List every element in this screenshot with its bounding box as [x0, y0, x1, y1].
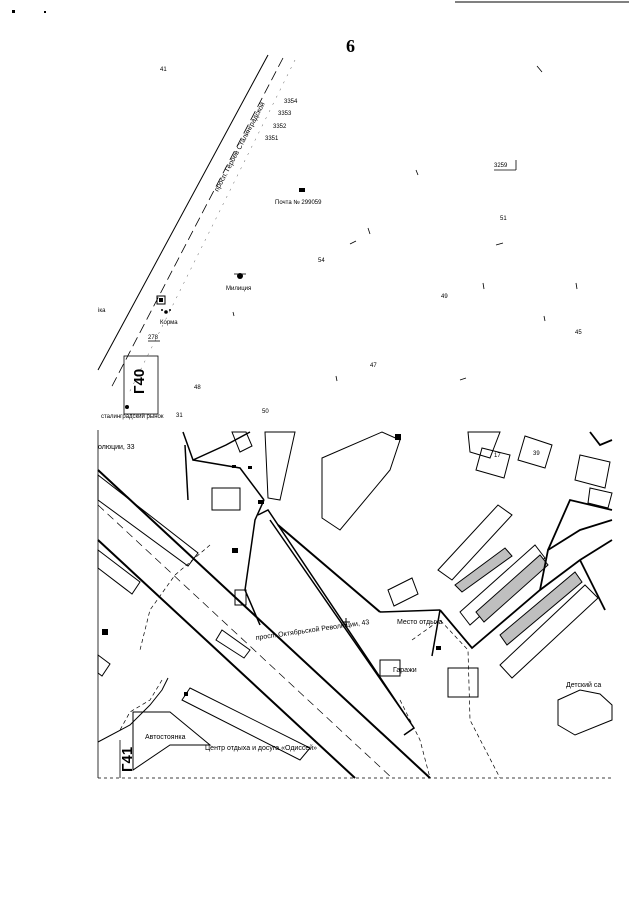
- house-number: 3351: [265, 136, 279, 142]
- grid-box: [123, 355, 159, 415]
- police-icon: [234, 273, 246, 279]
- house-number: 3353: [278, 111, 292, 117]
- feed-shop-label: Корма: [160, 320, 178, 326]
- page-number: 6: [346, 36, 355, 56]
- right-roads: [439, 431, 613, 650]
- police-label: Милиция: [226, 286, 251, 292]
- market-label: сталинградский рынок: [101, 413, 164, 420]
- parking-label: Автостоянка: [145, 734, 186, 741]
- post-icon: [299, 188, 305, 192]
- building-outlines: [97, 431, 613, 771]
- rest-place-label: Место отдыха: [397, 619, 443, 626]
- scan-marks: [232, 65, 578, 382]
- grid-label-g40: Г40: [131, 369, 148, 394]
- grid-label-g41: Г41: [119, 747, 136, 772]
- fuel-icon: [102, 629, 108, 635]
- central-parcel: [257, 509, 441, 736]
- hatched-buildings: [454, 547, 583, 646]
- square-icon: [395, 434, 401, 440]
- leisure-center-label: Центр отдыха и досуга «Одиссей»: [205, 744, 317, 752]
- bottom-map: олюции, 33: [97, 430, 613, 779]
- house-number: 48: [194, 385, 201, 391]
- crosshair-icon: [342, 618, 350, 626]
- street-edge-dotted: [127, 59, 296, 396]
- house-number: 278: [148, 335, 159, 341]
- pathways: [119, 544, 501, 779]
- street-label-revolution-33: олюции, 33: [98, 444, 135, 451]
- house-number: 39: [533, 451, 540, 457]
- house-number: 54: [318, 258, 325, 264]
- edge-label-left: іка: [98, 308, 106, 314]
- street-edge-dashed: [109, 57, 284, 391]
- paw-icon: [161, 309, 171, 314]
- avenue-edge: [97, 539, 356, 779]
- street-label-heroes: просп. Героев Сталинградской: [213, 101, 267, 193]
- scan-dot: [12, 10, 15, 13]
- house-number: 41: [160, 67, 167, 73]
- small-markers: [184, 465, 441, 696]
- house-number: 3354: [284, 99, 298, 105]
- scan-dot: [44, 11, 46, 13]
- house-number: 31: [176, 413, 183, 419]
- garages-label: Гаражи: [393, 667, 417, 674]
- avenue-edge: [97, 469, 431, 779]
- avenue-centerline: [97, 504, 393, 779]
- road-network: [182, 431, 265, 626]
- house-number: 49: [441, 294, 448, 300]
- house-number: 17: [494, 453, 501, 459]
- stream-line: [97, 677, 169, 743]
- top-map: просп. Героев Сталинградской Г40 41 3354…: [97, 54, 582, 420]
- house-number: 45: [575, 330, 582, 336]
- house-number: 50: [262, 409, 269, 415]
- house-number: 3352: [273, 124, 287, 130]
- kindergarten-label: Детский са: [566, 681, 601, 689]
- house-number: 51: [500, 216, 507, 222]
- bus-stop-icon: [156, 295, 166, 305]
- street-edge: [97, 54, 269, 371]
- post-office-label: Почта № 299059: [275, 199, 322, 206]
- market-icon: [125, 405, 129, 409]
- house-number: 3259: [494, 163, 508, 169]
- house-number: 47: [370, 363, 377, 369]
